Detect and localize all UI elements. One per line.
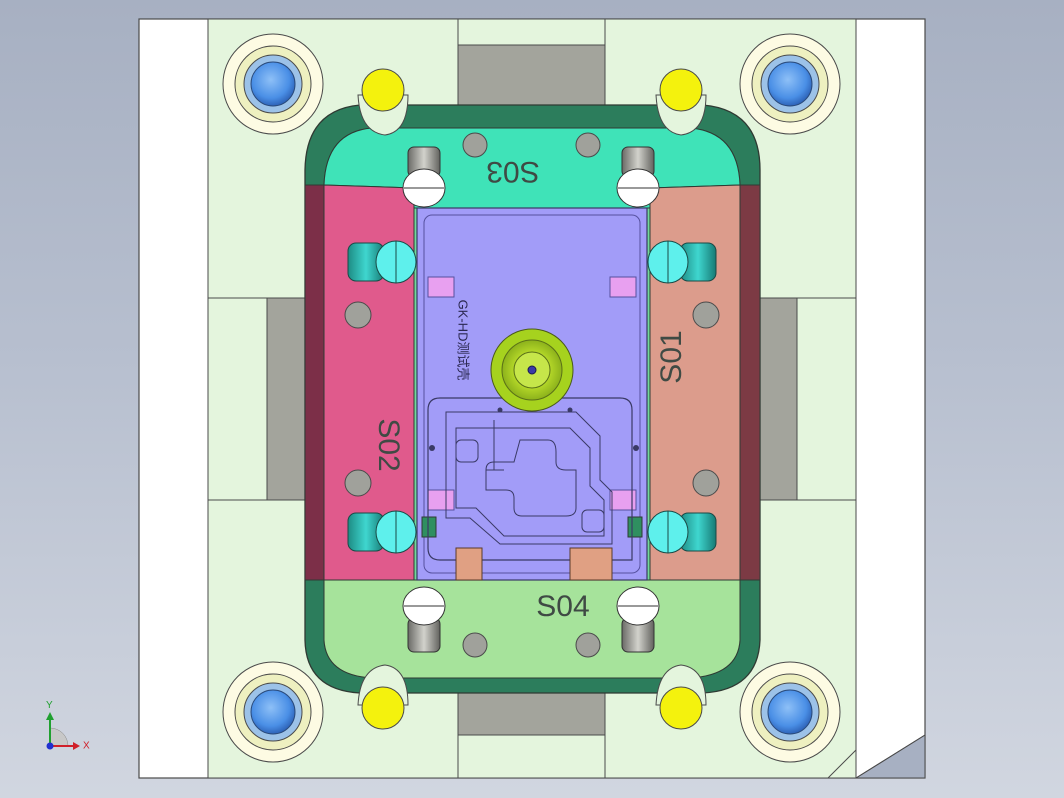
label-s01: S01 [655,330,688,383]
z-axis-icon [46,742,54,750]
angle-pins-top [402,146,660,208]
angle-pins-right [647,240,717,554]
angle-pins-bottom [402,586,660,653]
y-axis-label: Y [46,700,53,711]
gate-point [527,365,537,375]
leader-pin-top-left[interactable] [222,33,324,135]
hole [575,632,601,658]
hole [692,301,720,329]
core-engraving: GK-HD测试壳 [456,300,471,381]
guide-rails [266,44,798,736]
x-axis-label: X [83,741,90,752]
hole [575,132,601,158]
slider-s02[interactable]: S02 [304,184,415,581]
label-s02: S02 [372,418,405,471]
hole [462,132,488,158]
leader-pin-bottom-left[interactable] [222,661,324,763]
leader-pin-bottom-right[interactable] [739,661,841,763]
slider-s04[interactable]: S04 [323,579,741,679]
sprue-bushing[interactable] [490,328,574,412]
leader-pin-top-right[interactable] [739,33,841,135]
yellow-pins [357,68,707,730]
hole [462,632,488,658]
label-s04: S04 [536,590,589,623]
hole [344,469,372,497]
coordinate-triad: X Y [46,700,90,752]
hole [692,469,720,497]
core-insert[interactable]: GK-HD测试壳 [416,207,648,581]
slider-s01[interactable]: S01 [649,184,761,581]
hole [344,301,372,329]
label-s03: S03 [486,155,539,188]
angle-pins-left [347,240,417,554]
